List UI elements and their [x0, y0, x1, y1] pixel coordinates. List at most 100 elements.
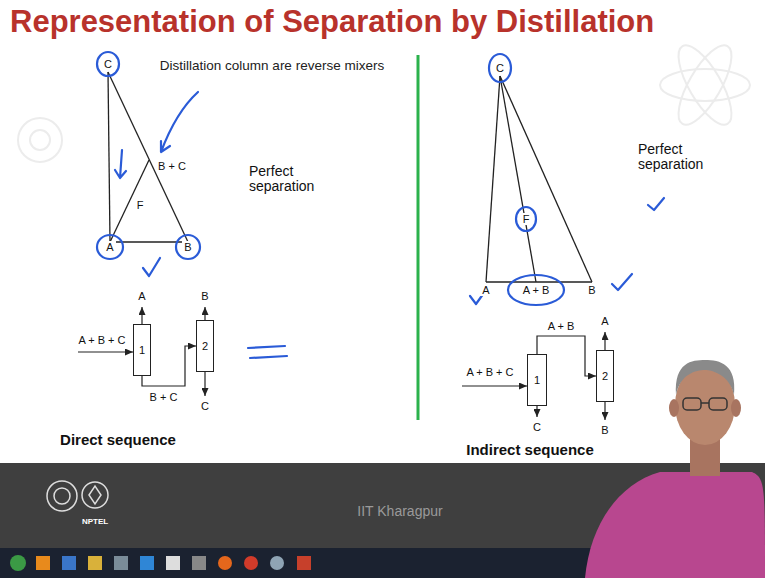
app-icon — [166, 556, 180, 570]
presenter-hair — [676, 360, 735, 395]
product-stream — [141, 307, 142, 324]
product-label: C — [531, 421, 543, 433]
triangle-side — [486, 281, 592, 282]
gear-watermark — [30, 130, 50, 150]
institute-logo — [47, 481, 77, 511]
subtitle-text: Distillation column are reverse mixers — [158, 59, 386, 74]
pen-arrow — [115, 150, 126, 178]
feed-line — [500, 76, 536, 282]
presenter-glasses — [683, 398, 701, 410]
column-box: 1 — [133, 324, 151, 376]
mixture-label: B + C — [156, 160, 188, 172]
caption-text: Indirect sequence — [464, 442, 596, 459]
column-box: 2 — [196, 320, 214, 372]
app-icon — [114, 556, 128, 570]
app-icon — [140, 556, 154, 570]
gear-watermark — [18, 118, 62, 162]
feed-stream — [462, 385, 527, 386]
component-label: C — [102, 58, 114, 70]
column-number: 1 — [139, 344, 145, 356]
slide-title: Representation of Separation by Distilla… — [10, 4, 654, 40]
product-stream — [604, 332, 605, 350]
pen-annotations — [97, 52, 664, 358]
column-number: 2 — [202, 340, 208, 352]
product-stream — [536, 406, 537, 417]
triangle-side — [486, 76, 500, 282]
pen-check — [612, 274, 632, 290]
app-icon — [88, 556, 102, 570]
feed-label: F — [521, 213, 532, 225]
institute-logo — [54, 488, 70, 504]
pen-circle — [489, 54, 511, 82]
pen-circle — [508, 275, 564, 305]
mixture-label: A + B — [521, 284, 552, 296]
component-label: B — [586, 284, 597, 296]
caption-text: Direct sequence — [58, 432, 178, 449]
app-icon — [36, 556, 50, 570]
logo-text: NPTEL — [80, 518, 110, 527]
feed-label: F — [135, 199, 146, 211]
stream-label: B + C — [148, 391, 180, 403]
pen-circle — [516, 207, 536, 231]
atom-orbit — [669, 38, 742, 132]
flow-streams — [78, 307, 605, 420]
presenter-ear — [669, 399, 679, 417]
pen-arrow — [161, 92, 198, 152]
nptel-logo — [82, 482, 108, 508]
product-label: A — [136, 290, 147, 302]
presenter-glasses — [709, 398, 727, 410]
product-label: A — [599, 315, 610, 327]
start-icon — [10, 555, 26, 571]
product-label: C — [199, 400, 211, 412]
presenter-shirt — [585, 472, 765, 578]
feed-label: A + B + C — [76, 334, 127, 346]
app-icon — [192, 556, 206, 570]
nptel-logo — [89, 486, 101, 504]
feed-label: A + B + C — [464, 366, 515, 378]
component-label: A — [480, 284, 491, 296]
taskbar-icons — [10, 555, 311, 571]
product-label: B — [599, 424, 610, 436]
triangle-side — [108, 72, 188, 242]
presenter-glasses — [701, 402, 709, 404]
right-triangle — [486, 76, 592, 282]
watermark-text: IIT Kharagpur — [355, 504, 444, 519]
app-icon — [297, 556, 311, 570]
product-stream — [204, 307, 205, 320]
component-label: C — [494, 62, 506, 74]
product-stream — [604, 402, 605, 420]
app-icon — [270, 556, 284, 570]
pen-equals — [248, 346, 287, 358]
feed-stream — [78, 351, 133, 352]
presenter-ear — [731, 399, 741, 417]
app-icon — [218, 556, 232, 570]
pen-check — [143, 258, 160, 276]
component-label: B — [182, 241, 193, 253]
note-text: Perfect separation — [247, 164, 329, 195]
product-label: B — [199, 290, 210, 302]
column-box: 2 — [596, 350, 614, 402]
triangle-side — [500, 76, 592, 282]
column-number: 1 — [534, 374, 540, 386]
atom-orbit — [669, 38, 742, 132]
stream-label: A + B — [546, 320, 577, 332]
pen-check — [648, 198, 664, 210]
product-stream — [204, 372, 205, 396]
column-number: 2 — [602, 370, 608, 382]
triangle-side — [108, 72, 110, 242]
app-icon — [62, 556, 76, 570]
divider-line — [417, 55, 420, 420]
atom-orbit — [660, 69, 750, 101]
pen-circle — [97, 235, 123, 259]
column-box: 1 — [527, 354, 547, 406]
app-icon — [244, 556, 258, 570]
left-triangle — [108, 72, 188, 242]
footer-logos — [47, 481, 108, 511]
component-label: A — [104, 241, 115, 253]
pen-circle — [176, 235, 200, 259]
pen-circle — [97, 52, 119, 76]
note-text: Perfect separation — [636, 142, 720, 173]
